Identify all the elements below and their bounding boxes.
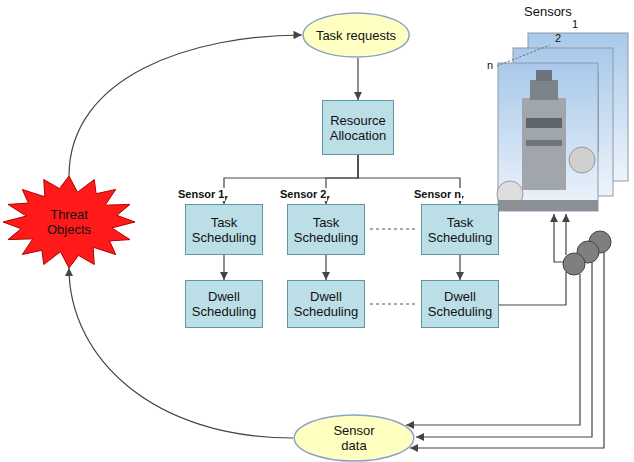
continuation-dash bbox=[370, 304, 418, 305]
sensor-heading: Sensor 1 bbox=[177, 188, 225, 201]
node-label: Task Scheduling bbox=[189, 215, 259, 245]
flow-arrow bbox=[326, 155, 358, 204]
process-box: Dwell Scheduling bbox=[421, 280, 499, 328]
data-wire bbox=[410, 252, 604, 448]
node-label: Threat Objects bbox=[38, 207, 100, 237]
star-shape bbox=[3, 176, 135, 268]
command-wire bbox=[565, 214, 566, 255]
node-body: Task Scheduling bbox=[189, 215, 259, 245]
data-wire bbox=[406, 274, 580, 425]
continuation-dash bbox=[370, 229, 418, 230]
request-ellipse: Task requests bbox=[302, 12, 410, 58]
node-body: Task Scheduling bbox=[425, 215, 495, 245]
node-label: Dwell Scheduling bbox=[291, 289, 361, 319]
node-label: Resource Allocation bbox=[326, 113, 390, 143]
process-box: Sensor 1Task Scheduling bbox=[185, 204, 263, 255]
node-body: Threat Objects bbox=[38, 207, 100, 237]
flow-arrow bbox=[69, 35, 302, 176]
node-label: Sensor data bbox=[324, 423, 384, 453]
node-body: Dwell Scheduling bbox=[425, 289, 495, 319]
junction-circle bbox=[563, 253, 585, 275]
flow-arrow bbox=[459, 255, 460, 280]
threat-starburst: Threat Objects bbox=[3, 176, 135, 268]
stack-number: 1 bbox=[572, 18, 578, 30]
stack-number: 2 bbox=[555, 32, 561, 44]
flow-arrow bbox=[357, 58, 358, 100]
sensor-photo bbox=[497, 63, 598, 211]
node-label: Dwell Scheduling bbox=[425, 289, 495, 319]
dwell-wire bbox=[498, 272, 566, 305]
flow-arrow bbox=[224, 155, 358, 204]
sensors-title: Sensors bbox=[524, 4, 572, 19]
stack-leader bbox=[497, 45, 550, 66]
ellipse-shape bbox=[303, 13, 409, 57]
process-box: Sensor nTask Scheduling bbox=[421, 204, 499, 255]
process-box: Sensor 2Task Scheduling bbox=[287, 204, 365, 255]
stack-number: n bbox=[487, 59, 493, 71]
node-body: Sensor data bbox=[324, 423, 384, 453]
sensor-heading: Sensor 2 bbox=[279, 188, 327, 201]
data-wire bbox=[416, 262, 592, 437]
node-body: Dwell Scheduling bbox=[189, 289, 259, 319]
process-box: Dwell Scheduling bbox=[287, 280, 365, 328]
command-wire bbox=[554, 214, 563, 262]
flow-arrow bbox=[223, 255, 224, 280]
node-label: Task Scheduling bbox=[425, 215, 495, 245]
node-label: Task requests bbox=[316, 28, 396, 43]
node-label: Task Scheduling bbox=[291, 215, 361, 245]
ellipse-shape bbox=[294, 415, 414, 461]
sensor-heading: Sensor n bbox=[413, 188, 462, 201]
process-box: Resource Allocation bbox=[322, 100, 394, 155]
flow-arrow bbox=[69, 268, 293, 438]
flow-arrow bbox=[325, 255, 326, 280]
node-body: Dwell Scheduling bbox=[291, 289, 361, 319]
node-body: Task Scheduling bbox=[291, 215, 361, 245]
node-label: Dwell Scheduling bbox=[189, 289, 259, 319]
node-body: Task requests bbox=[316, 28, 396, 43]
data-ellipse: Sensor data bbox=[293, 414, 415, 462]
node-body: Resource Allocation bbox=[326, 113, 390, 143]
process-box: Dwell Scheduling bbox=[185, 280, 263, 328]
